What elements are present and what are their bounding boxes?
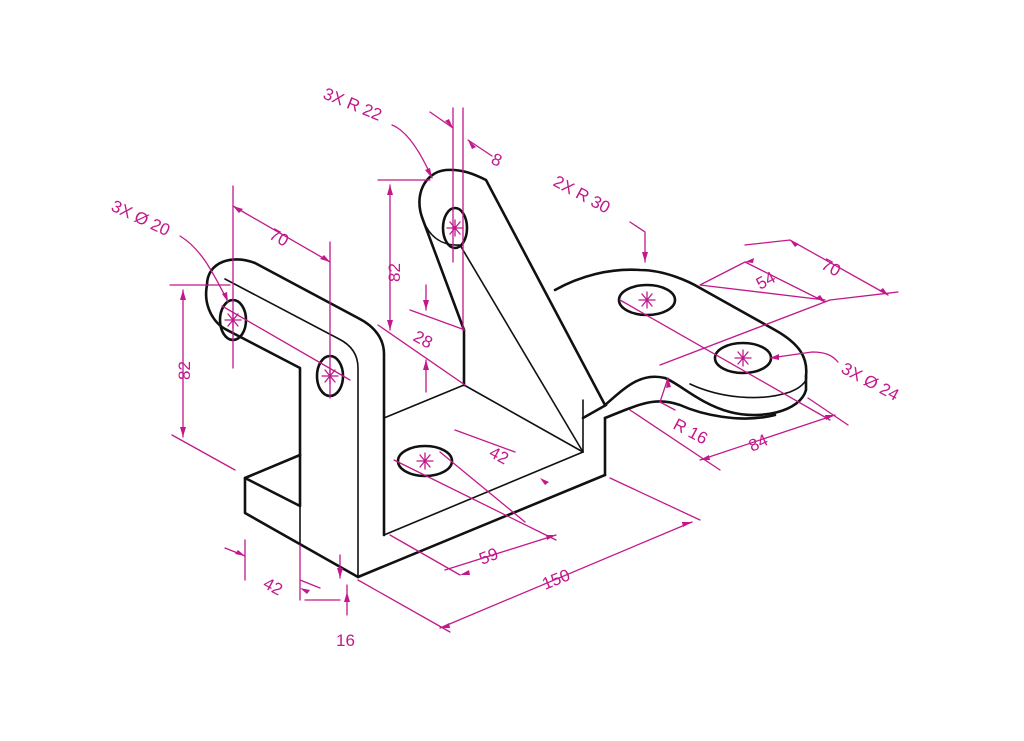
label-70-left: 70 — [266, 225, 292, 251]
label-82-left: 82 — [175, 361, 194, 380]
label-radius-top: 3X R 22 — [321, 84, 385, 125]
label-radius-right: 2X R 30 — [550, 172, 613, 218]
dimension-lines — [169, 107, 899, 633]
label-28: 28 — [410, 327, 436, 353]
label-16: 16 — [336, 631, 355, 650]
label-holes-large: 3X Ø 24 — [838, 359, 902, 405]
label-82-mid: 82 — [385, 263, 404, 282]
bracket-object-outline — [204, 168, 808, 579]
label-fillet: R 16 — [670, 415, 711, 449]
label-42-bottom: 42 — [260, 574, 286, 600]
label-42-hole: 42 — [486, 443, 512, 469]
label-84: 84 — [746, 430, 771, 455]
dimension-labels: 3X Ø 20 3X R 22 8 2X R 30 3X Ø 24 R 16 7… — [108, 84, 902, 650]
label-150: 150 — [539, 565, 572, 593]
hole-rib-top — [441, 206, 469, 250]
label-59: 59 — [476, 544, 501, 569]
label-54: 54 — [753, 268, 779, 294]
label-thickness-top: 8 — [488, 149, 505, 170]
label-holes-small: 3X Ø 20 — [108, 196, 173, 240]
